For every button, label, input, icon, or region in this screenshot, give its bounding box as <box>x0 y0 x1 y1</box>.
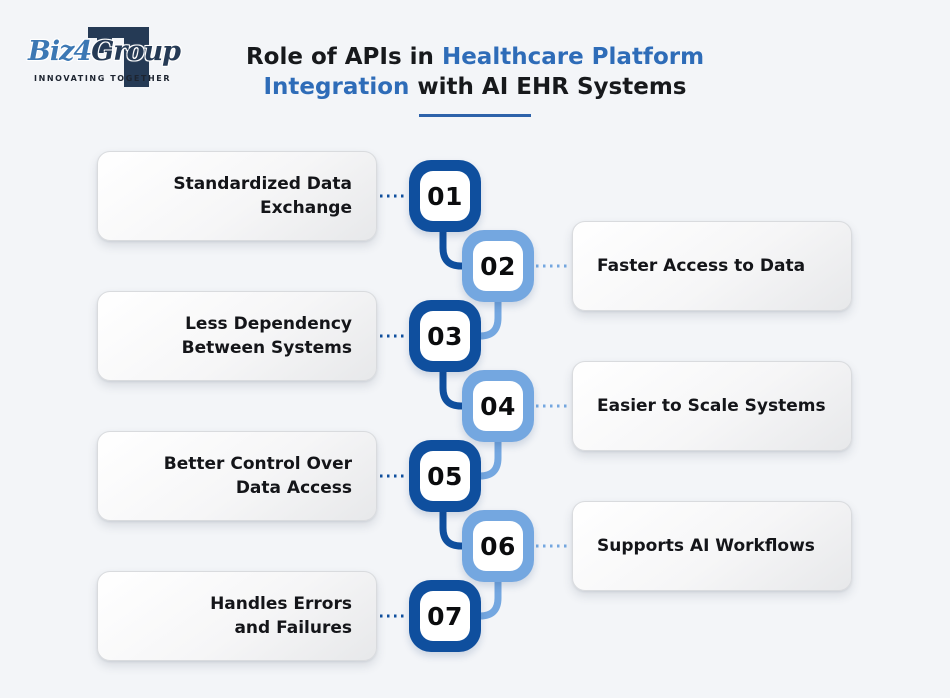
logo-word-4: 4 <box>73 36 92 67</box>
feature-card-01-line2: Exchange <box>259 198 352 218</box>
title-line-2: Integration with AI EHR Systems <box>195 72 755 102</box>
feature-card-04-line1: Easier to Scale Systems <box>597 396 826 416</box>
step-badge-05: 05 <box>409 440 481 512</box>
connector-03-04 <box>439 360 474 410</box>
feature-card-04: Easier to Scale Systems <box>572 361 852 451</box>
feature-card-03: Less Dependency Between Systems <box>97 291 377 381</box>
title-line1-highlight: Healthcare Platform <box>441 44 705 70</box>
step-badge-02: 02 <box>462 230 534 302</box>
feature-card-05-line1: Better Control Over <box>163 454 352 474</box>
feature-card-03-line2: Between Systems <box>181 338 352 358</box>
feature-card-02: Faster Access to Data <box>572 221 852 311</box>
connector-01-02 <box>439 220 474 270</box>
logo-word-biz: Biz <box>28 36 74 67</box>
feature-card-05-line2: Data Access <box>235 478 352 498</box>
title-underline <box>419 114 531 117</box>
feature-card-01: Standardized Data Exchange <box>97 151 377 241</box>
step-badge-07: 07 <box>409 580 481 652</box>
step-number-06: 06 <box>473 521 523 571</box>
title-line2-highlight: Integration <box>263 74 410 100</box>
step-number-01: 01 <box>420 171 470 221</box>
feature-card-06-line1: Supports AI Workflows <box>597 536 815 556</box>
logo-wordmark: Biz4Group <box>28 36 181 67</box>
feature-card-03-line1: Less Dependency <box>185 314 352 334</box>
page-title: Role of APIs in Healthcare Platform Inte… <box>195 42 755 102</box>
feature-card-06: Supports AI Workflows <box>572 501 852 591</box>
logo-bracket-top-icon <box>88 27 149 38</box>
title-line1-black: Role of APIs in <box>245 44 434 70</box>
title-line2-black: with AI EHR Systems <box>417 74 687 100</box>
step-badge-03: 03 <box>409 300 481 372</box>
title-line-1: Role of APIs in Healthcare Platform <box>195 42 755 72</box>
step-badge-01: 01 <box>409 160 481 232</box>
step-number-07: 07 <box>420 591 470 641</box>
step-badge-06: 06 <box>462 510 534 582</box>
feature-card-05: Better Control Over Data Access <box>97 431 377 521</box>
feature-card-07: Handles Errors and Failures <box>97 571 377 661</box>
step-number-05: 05 <box>420 451 470 501</box>
logo-bracket-step-icon <box>97 36 112 53</box>
logo-word-group: Group <box>91 36 181 67</box>
feature-card-02-line1: Faster Access to Data <box>597 256 806 276</box>
connector-05-06 <box>439 500 474 550</box>
logo-bracket-column-icon <box>124 27 149 87</box>
step-number-04: 04 <box>473 381 523 431</box>
step-number-03: 03 <box>420 311 470 361</box>
feature-card-07-line2: and Failures <box>234 618 352 638</box>
logo-tagline: INNOVATING TOGETHER <box>34 74 172 83</box>
step-badge-04: 04 <box>462 370 534 442</box>
step-number-02: 02 <box>473 241 523 291</box>
feature-card-01-line1: Standardized Data <box>173 174 352 194</box>
biz4group-logo: Biz4Group INNOVATING TOGETHER <box>28 18 181 102</box>
feature-card-07-line1: Handles Errors <box>210 594 352 614</box>
